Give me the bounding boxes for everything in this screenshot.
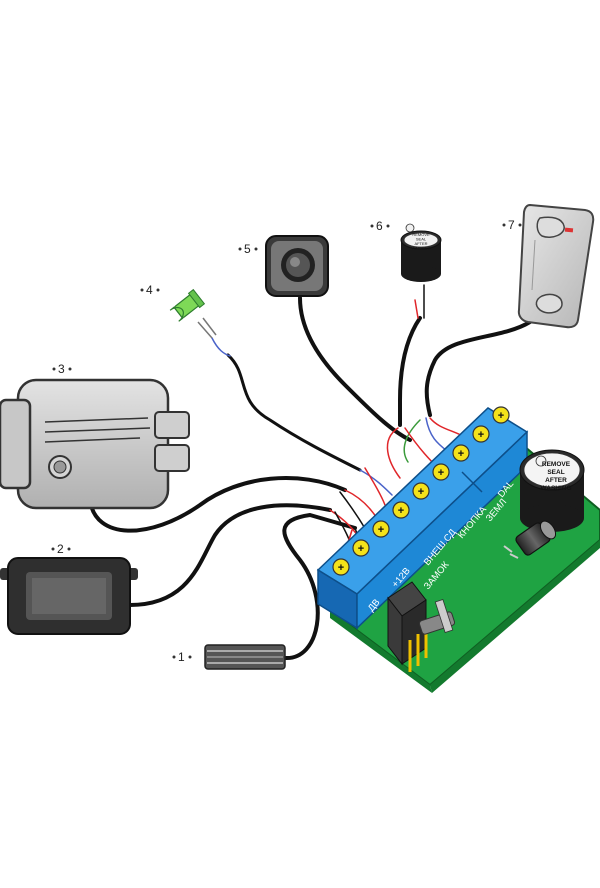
svg-text:+: + xyxy=(478,429,484,441)
label-4: 4 xyxy=(140,283,160,297)
label-7: 7 xyxy=(502,218,522,232)
svg-text:+: + xyxy=(498,410,504,422)
power-supply xyxy=(0,557,138,635)
number-3: 3 xyxy=(58,362,65,376)
small-buzzer-sticker-line-1: REMOVE xyxy=(412,232,430,237)
reed-switch xyxy=(204,644,286,670)
wires xyxy=(88,284,532,661)
number-6: 6 xyxy=(376,219,383,233)
board-buzzer-sticker-line-1: REMOVE xyxy=(542,461,571,468)
board-buzzer-sticker-line-3: AFTER xyxy=(545,477,567,484)
electromagnetic-lock xyxy=(0,378,190,510)
svg-text:+: + xyxy=(358,543,364,555)
number-1: 1 xyxy=(178,650,185,664)
number-4: 4 xyxy=(146,283,153,297)
number-2: 2 xyxy=(57,542,64,556)
small-buzzer-sticker-line-2: SEAL xyxy=(416,237,427,242)
svg-text:+: + xyxy=(338,562,344,574)
led xyxy=(169,288,217,339)
svg-text:+: + xyxy=(378,524,384,536)
buzzer: REMOVE SEAL AFTER WASHING xyxy=(400,223,442,282)
reed-switch-cable xyxy=(282,512,357,661)
lock-cable xyxy=(88,476,347,533)
label-1: 1 xyxy=(172,650,192,664)
reader-cable xyxy=(424,320,532,417)
label-2: 2 xyxy=(51,542,71,556)
number-5: 5 xyxy=(244,242,251,256)
board-buzzer: REMOVE SEAL AFTER WASHING xyxy=(519,449,585,532)
power-supply-cable xyxy=(128,503,332,607)
label-6: 6 xyxy=(370,219,390,233)
board-buzzer-sticker-line-2: SEAL xyxy=(547,469,564,476)
label-3: 3 xyxy=(52,362,72,376)
small-buzzer-sticker-line-4: WASHING xyxy=(412,246,431,251)
label-5: 5 xyxy=(238,242,258,256)
key-reader xyxy=(517,203,595,329)
board-buzzer-sticker-line-4: WASHING xyxy=(540,485,571,492)
buzzer-cable xyxy=(398,316,422,427)
small-buzzer-sticker-line-3: AFTER xyxy=(414,241,427,246)
button-cable xyxy=(298,296,412,442)
svg-text:+: + xyxy=(398,505,404,517)
svg-text:+: + xyxy=(418,486,424,498)
svg-text:+: + xyxy=(458,448,464,460)
controller-board: + + + + + + + + + ДВ +12В ЗАМОК ВНЕШ.СД … xyxy=(316,406,600,693)
pin-header xyxy=(387,581,456,672)
led-cable xyxy=(226,353,362,472)
terminal-screws: + + + + + + + + + xyxy=(332,406,510,576)
exit-button xyxy=(265,235,329,297)
svg-text:+: + xyxy=(438,467,444,479)
capacitor xyxy=(503,520,557,559)
number-7: 7 xyxy=(508,218,515,232)
